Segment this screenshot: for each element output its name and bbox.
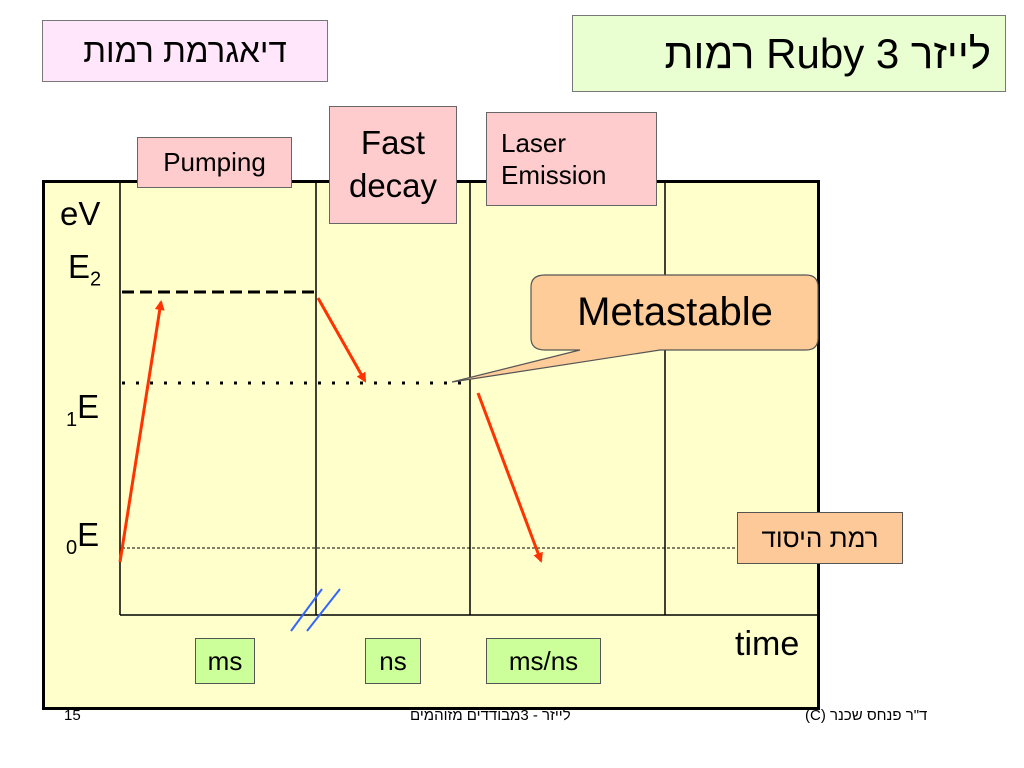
fast-decay-line1: Fast <box>360 124 426 162</box>
x-axis-label: time <box>735 625 800 663</box>
e0-level-label: 0E <box>66 516 99 560</box>
e0-base: E <box>77 516 100 553</box>
footer-center: לייזר - 3מבודדים מזוהמים <box>410 707 571 724</box>
axis-break-mark <box>290 588 323 632</box>
fast-decay-line2: decay <box>348 167 438 204</box>
e0-pre: 0 <box>66 537 78 559</box>
time-scale-ms-ns: ms/ns <box>486 638 601 684</box>
time-scale-ns: ns <box>365 638 421 684</box>
pumping-label-text: Pumping <box>163 147 266 177</box>
slide-title-right: לייזר Ruby 3 רמות <box>572 15 1006 92</box>
footer-author: ד"ר פנחס שכנר (C) <box>805 707 928 724</box>
ground-level-label: רמת היסוד <box>737 512 903 564</box>
e2-level-label: E2 <box>68 248 101 292</box>
ground-level-text: רמת היסוד <box>761 522 879 553</box>
fast-decay-label: Fast decay <box>329 106 457 224</box>
e2-sub: 2 <box>90 268 102 291</box>
page-number: 15 <box>64 707 81 724</box>
title-right-text: לייזר Ruby 3 רמות <box>664 29 991 77</box>
axis-break-mark <box>306 588 341 632</box>
energy-diagram-panel <box>42 180 820 710</box>
slide-title-left: דיאגרמת רמות <box>42 20 328 82</box>
time-scale-ms-text: ms <box>207 645 243 676</box>
e1-level-label: 1E <box>66 388 99 432</box>
metastable-callout-shape <box>451 274 819 383</box>
title-left-text: דיאגרמת רמות <box>83 32 287 69</box>
metastable-callout: Metastable <box>530 274 820 350</box>
time-scale-ms: ms <box>195 638 255 684</box>
time-scale-ns-text: ns <box>379 645 407 676</box>
metastable-text: Metastable <box>577 289 773 334</box>
laser-emission-label: Laser Emission <box>486 112 657 206</box>
fast-decay-arrow <box>316 297 367 383</box>
time-scale-ms-ns-text: ms/ns <box>508 645 579 676</box>
laser-emission-line2: Emission <box>501 160 607 190</box>
laser-emission-line1: Laser <box>501 127 567 158</box>
y-axis-label: eV <box>60 195 101 232</box>
e1-pre: 1 <box>66 409 78 431</box>
e2-base: E <box>68 248 91 285</box>
pumping-label: Pumping <box>137 137 292 188</box>
pumping-arrow <box>118 300 165 563</box>
e1-base: E <box>77 388 100 425</box>
laser-emission-arrow <box>476 392 543 563</box>
